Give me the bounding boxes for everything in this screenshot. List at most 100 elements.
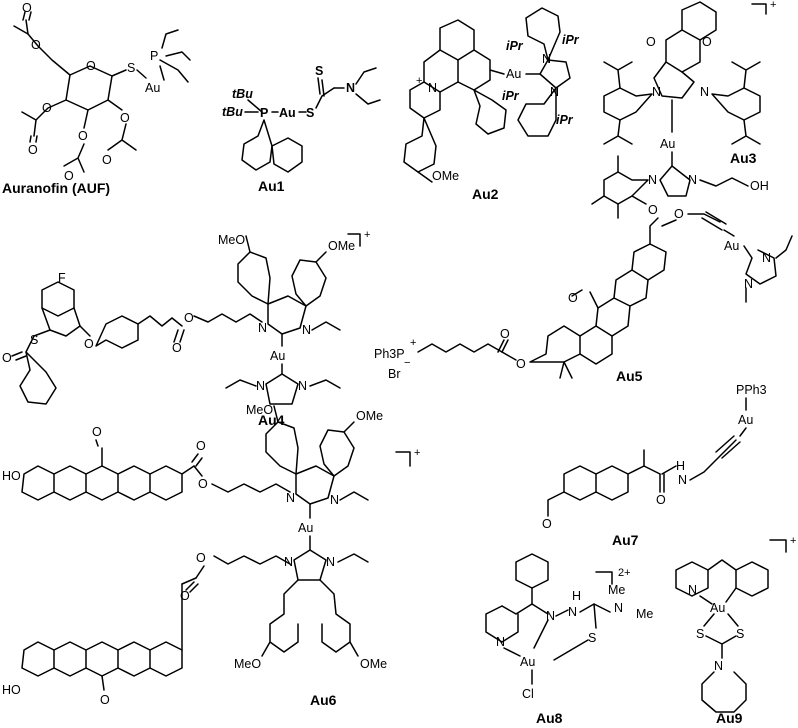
au5-carbonyl-label: O [500,327,510,341]
au6-structure: HO O O O N N MeO OMe Au N N MeO [2,403,420,707]
au6-ho-bottom-label: HO [2,683,21,697]
au5-bromide-charge-label: − [404,357,410,369]
au2-nhc-n2-label: N [550,85,559,99]
au6-meo2-label: MeO [234,657,261,671]
label-au9: Au9 [716,710,743,726]
au1-phosphorus-label: P [260,106,268,120]
au2-ipr3-label: iPr [502,89,520,103]
au7-pph3-label: PPh3 [736,383,767,397]
au3-n4-label: N [688,173,697,187]
au6-ome2-label: OMe [360,657,387,671]
au9-pyridine-n-label: N [688,583,697,597]
au6-ome1-label: OMe [356,409,383,423]
oac3-oxygen-label: O [78,129,88,143]
au3-n3-label: N [648,173,657,187]
au1-nitrogen-label: N [346,81,355,95]
au9-n-label: N [714,659,723,673]
au2-nhc-n1-label: N [542,52,551,66]
au4-n1-label: N [258,321,267,335]
au6-n3-label: N [284,555,293,569]
au3-charge-label: + [770,0,776,11]
auf-phosphorus-label: P [150,49,158,63]
au5-structure: Ph3P + Br − O O O O O Au N N [374,203,793,381]
au2-charge-label: + [416,75,422,87]
au8-charge-label: 2+ [618,567,631,579]
au6-ketone-bottom-label: O [100,693,110,707]
oac2-carbonyl-label: O [28,143,38,157]
au6-n2-label: N [330,493,339,507]
label-au2: Au2 [472,186,499,202]
au8-me1-label: Me [608,583,625,597]
oac1-carbonyl-label: O [22,1,32,15]
au8-h-label: H [572,589,581,603]
au8-nme2-n-label: N [614,601,623,615]
au9-gold-label: Au [710,601,725,615]
au6-gold-label: Au [298,521,313,535]
au5-bromide-label: Br [388,367,401,381]
auf-gold-label: Au [145,81,160,95]
au3-oh-label: OH [750,179,769,193]
au3-gold-label: Au [660,137,675,151]
au6-ester-bottom-oxygen: O [196,551,206,565]
au4-n2-label: N [302,323,311,337]
au8-structure: N N N H N Me Me S Au Cl 2+ [485,553,653,701]
au1-thione-label: S [315,64,323,78]
au3-oxo2-label: O [702,35,712,49]
au4-sulfur-label: S [30,333,38,347]
au5-ester2-oxygen-label: O [674,207,684,221]
label-au6: Au6 [310,692,337,708]
label-au5: Au5 [616,368,643,384]
au4-gold-label: Au [270,349,285,363]
au8-gold-label: Au [520,655,535,669]
au2-structure: N + Au N N iPr iPr iPr iPr OMe [403,7,580,183]
au2-ome-label: OMe [432,169,459,183]
au4-ome-label: OMe [328,239,355,253]
oac3-carbonyl-label: O [64,169,74,183]
au5-ph3p-label: Ph3P [374,347,405,361]
au5-ester-label: O [516,357,526,371]
au7-methoxy-label: O [542,517,552,531]
au4-charge-label: + [364,229,370,241]
auf-sulfur-label: S [127,61,135,75]
au9-charge-label: + [790,535,796,547]
oac4-carbonyl-label: O [102,153,112,167]
au7-h-label: H [676,459,685,473]
au3-n1-label: N [652,85,661,99]
au9-s2-label: S [736,627,744,641]
au7-gold-label: Au [738,413,753,427]
au8-pyridine-n-label: N [496,635,505,649]
oac2-oxygen-label: O [42,101,52,115]
au8-sulfur-label: S [588,631,596,645]
au2-ipr2-label: iPr [562,33,580,47]
au6-ho-top-label: HO [2,469,21,483]
au1-tbu-bottom-label: tBu [222,105,243,119]
au4-structure: F S O O O O N N MeO OMe Au N N [2,229,370,405]
oac4-oxygen-label: O [120,111,130,125]
au6-ester-bottom-carbonyl: O [180,589,190,603]
au7-carbonyl-label: O [656,493,666,507]
au6-meo1-label: MeO [246,403,273,417]
au4-ester-label: O [184,311,194,325]
oac1-oxygen-label: O [31,38,41,52]
au4-carbonyl-label: O [172,341,182,355]
label-au4: Au4 [258,412,285,428]
au5-charge-label: + [410,337,416,349]
au6-charge-label: + [414,447,420,459]
label-auranofin: Auranofin (AUF) [2,180,111,196]
au4-fluorine-label: F [58,271,66,285]
au5-ketone-label: O [568,291,578,305]
au2-ipr1-label: iPr [506,39,524,53]
au5-n2-label: N [744,277,753,291]
au5-gold-label: Au [724,239,739,253]
au5-ester2-carbonyl-label: O [648,203,658,217]
au6-ester-top-oxygen: O [198,477,208,491]
au5-n1-label: N [762,251,771,265]
au3-oxo1-label: O [646,35,656,49]
ring-oxygen-label: O [86,59,96,73]
au1-tbu-top-label: tBu [232,87,253,101]
label-au3: Au3 [730,150,757,166]
au2-nitrogen-label: N [428,81,437,95]
au4-ketone-label: O [2,351,12,365]
